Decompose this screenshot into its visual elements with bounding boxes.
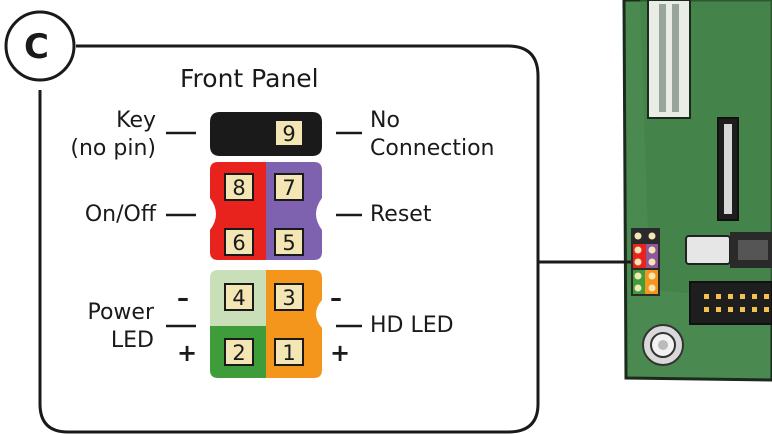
motherboard — [622, 0, 772, 382]
pin-header-block — [689, 281, 772, 325]
pin-9: 9 — [274, 119, 304, 147]
pin-1: 1 — [274, 338, 304, 366]
svg-text:6: 6 — [232, 231, 245, 255]
svg-text:1: 1 — [282, 341, 295, 365]
label-connection: Connection — [370, 136, 495, 161]
memory-slot — [647, 0, 691, 119]
section-badge — [4, 10, 76, 82]
label-led: LED — [110, 328, 154, 353]
pin-6: 6 — [224, 228, 254, 256]
svg-text:8: 8 — [232, 176, 245, 200]
pin-8: 8 — [224, 173, 254, 201]
svg-text:3: 3 — [282, 286, 295, 310]
board-front-panel-header — [631, 228, 660, 296]
sata-connector — [685, 232, 772, 268]
hd-led-plus-sign: + — [330, 339, 351, 367]
mounting-hole — [642, 324, 684, 366]
label-power: Power — [87, 300, 154, 325]
power-led-minus-sign: – — [177, 284, 189, 312]
pin-3: 3 — [274, 283, 304, 311]
power-led-plus-sign: + — [177, 339, 198, 367]
pin-2: 2 — [224, 338, 254, 366]
label-no: No — [370, 108, 400, 133]
label-key: Key — [116, 108, 156, 133]
label-on-off: On/Off — [84, 202, 156, 227]
svg-text:7: 7 — [282, 176, 295, 200]
pin-7: 7 — [274, 173, 304, 201]
key-block — [210, 112, 322, 156]
pin-4: 4 — [224, 283, 254, 311]
diagram-title: Front Panel — [180, 64, 319, 93]
section-letter: C — [24, 27, 49, 67]
label-reset: Reset — [370, 202, 432, 227]
leader-lines — [166, 131, 362, 328]
svg-text:2: 2 — [232, 341, 245, 365]
svg-text:5: 5 — [282, 231, 295, 255]
svg-text:9: 9 — [282, 122, 295, 146]
label-hd-led: HD LED — [370, 313, 454, 338]
front-panel-header: 9 8 7 6 5 4 3 2 — [210, 112, 322, 378]
pin-5: 5 — [274, 228, 304, 256]
hd-led-minus-sign: – — [330, 284, 342, 312]
label-no-pin: (no pin) — [70, 136, 156, 161]
svg-text:4: 4 — [232, 286, 245, 310]
